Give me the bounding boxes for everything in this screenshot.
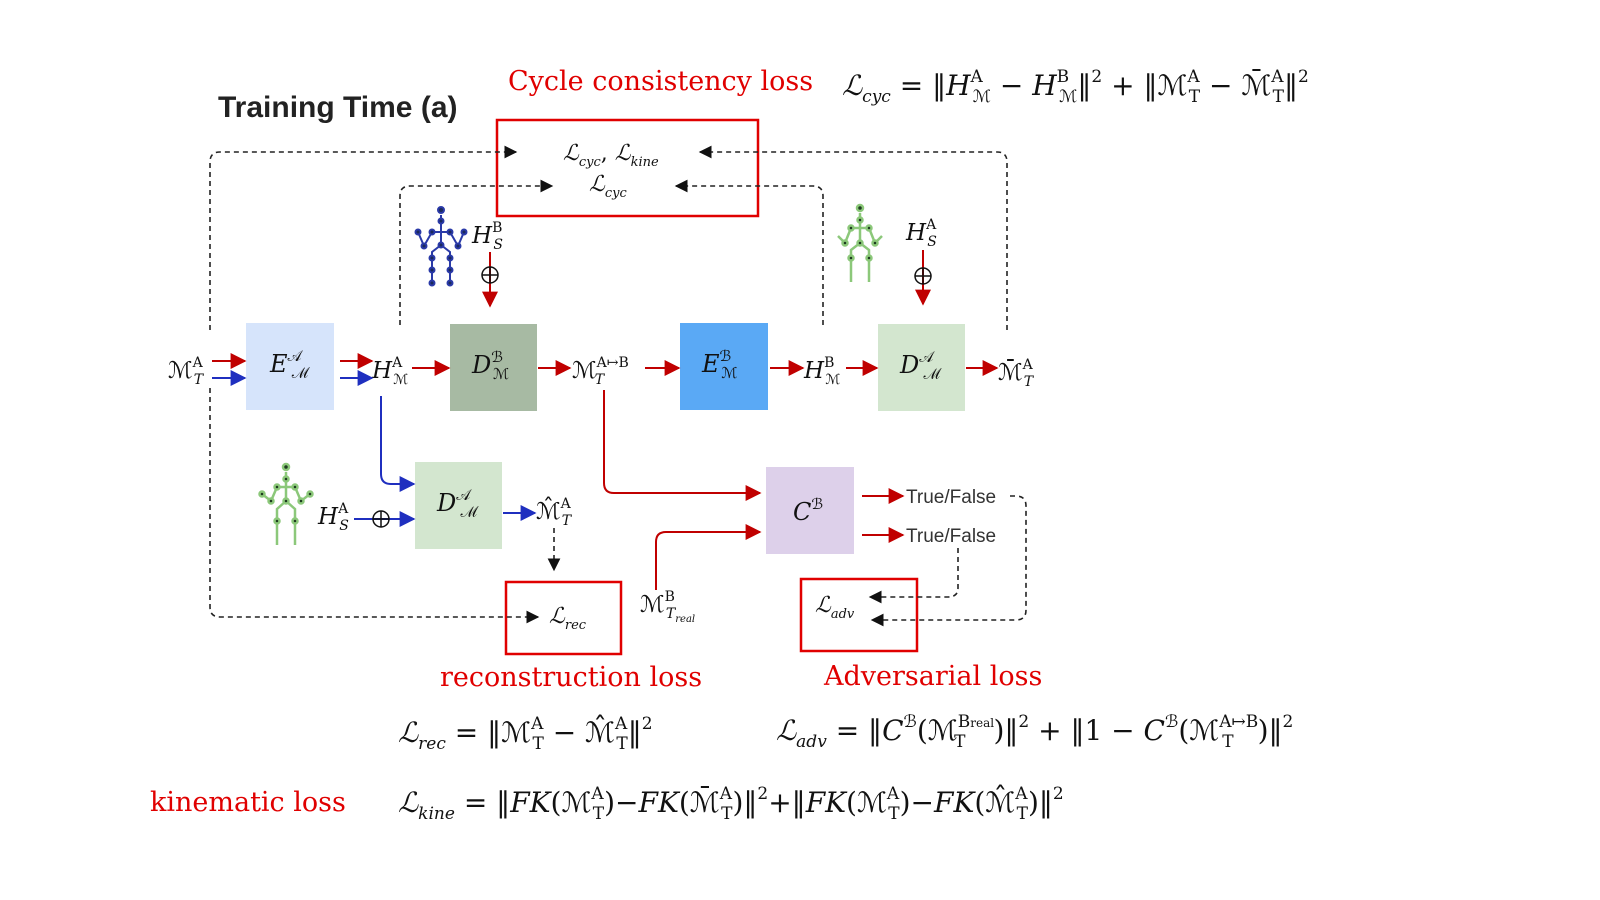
adv-loss-text: ℒadv xyxy=(815,593,855,622)
cycle-loss-label: Cycle consistency loss xyxy=(508,66,813,97)
concat-symbol-top-right xyxy=(914,267,932,285)
cycle-loss-box xyxy=(495,118,760,218)
svg-text:ℒkine = ‖FK(ℳAT)−FK(ℳ̄AT)‖2+‖F: ℒkine = ‖FK(ℳAT)−FK(ℳ̄AT)‖2+‖FK(ℳAT)−FK(… xyxy=(398,784,1064,824)
skeleton-green-icon xyxy=(837,203,883,282)
adversarial-loss-box xyxy=(799,577,919,653)
reconstruction-loss-box xyxy=(504,580,623,656)
dashed-connectors xyxy=(209,145,1027,627)
reconstruction-loss-label: reconstruction loss xyxy=(440,662,702,693)
critic-output-2: True/False xyxy=(906,526,996,547)
decoder-a-top-box xyxy=(878,324,965,411)
red-flow-arrows xyxy=(212,250,999,590)
svg-text:ℒcyc = ‖HAℳ − HBℳ‖2 + ‖ℳAT − ℳ: ℒcyc = ‖HAℳ − HBℳ‖2 + ‖ℳAT − ℳ̄AT‖2 xyxy=(842,67,1309,107)
critic-box xyxy=(766,467,854,554)
svg-text:ℒrec = ‖ℳAT − ℳ̂AT‖2: ℒrec = ‖ℳAT − ℳ̂AT‖2 xyxy=(398,714,653,754)
decoder-a-bottom-box xyxy=(415,462,502,549)
skeleton-green-icon xyxy=(258,462,314,545)
skeleton-blue-icon xyxy=(414,206,468,287)
adversarial-loss-label: Adversarial loss xyxy=(823,661,1042,692)
concat-symbol-bottom xyxy=(372,510,390,528)
concat-symbol-top-left xyxy=(481,266,499,284)
rec-loss-text: ℒrec xyxy=(549,604,587,633)
critic-output-1: True/False xyxy=(906,487,996,508)
diagram-title: Training Time (a) xyxy=(218,91,458,124)
encoder-a-box xyxy=(246,323,334,410)
decoder-b-box xyxy=(450,324,537,411)
cycle-kine-loss-text: ℒcyc, ℒkine xyxy=(563,141,659,170)
cycle-loss-text: ℒcyc xyxy=(589,172,627,201)
encoder-b-box xyxy=(680,323,768,410)
kinematic-loss-label: kinematic loss xyxy=(150,787,346,818)
